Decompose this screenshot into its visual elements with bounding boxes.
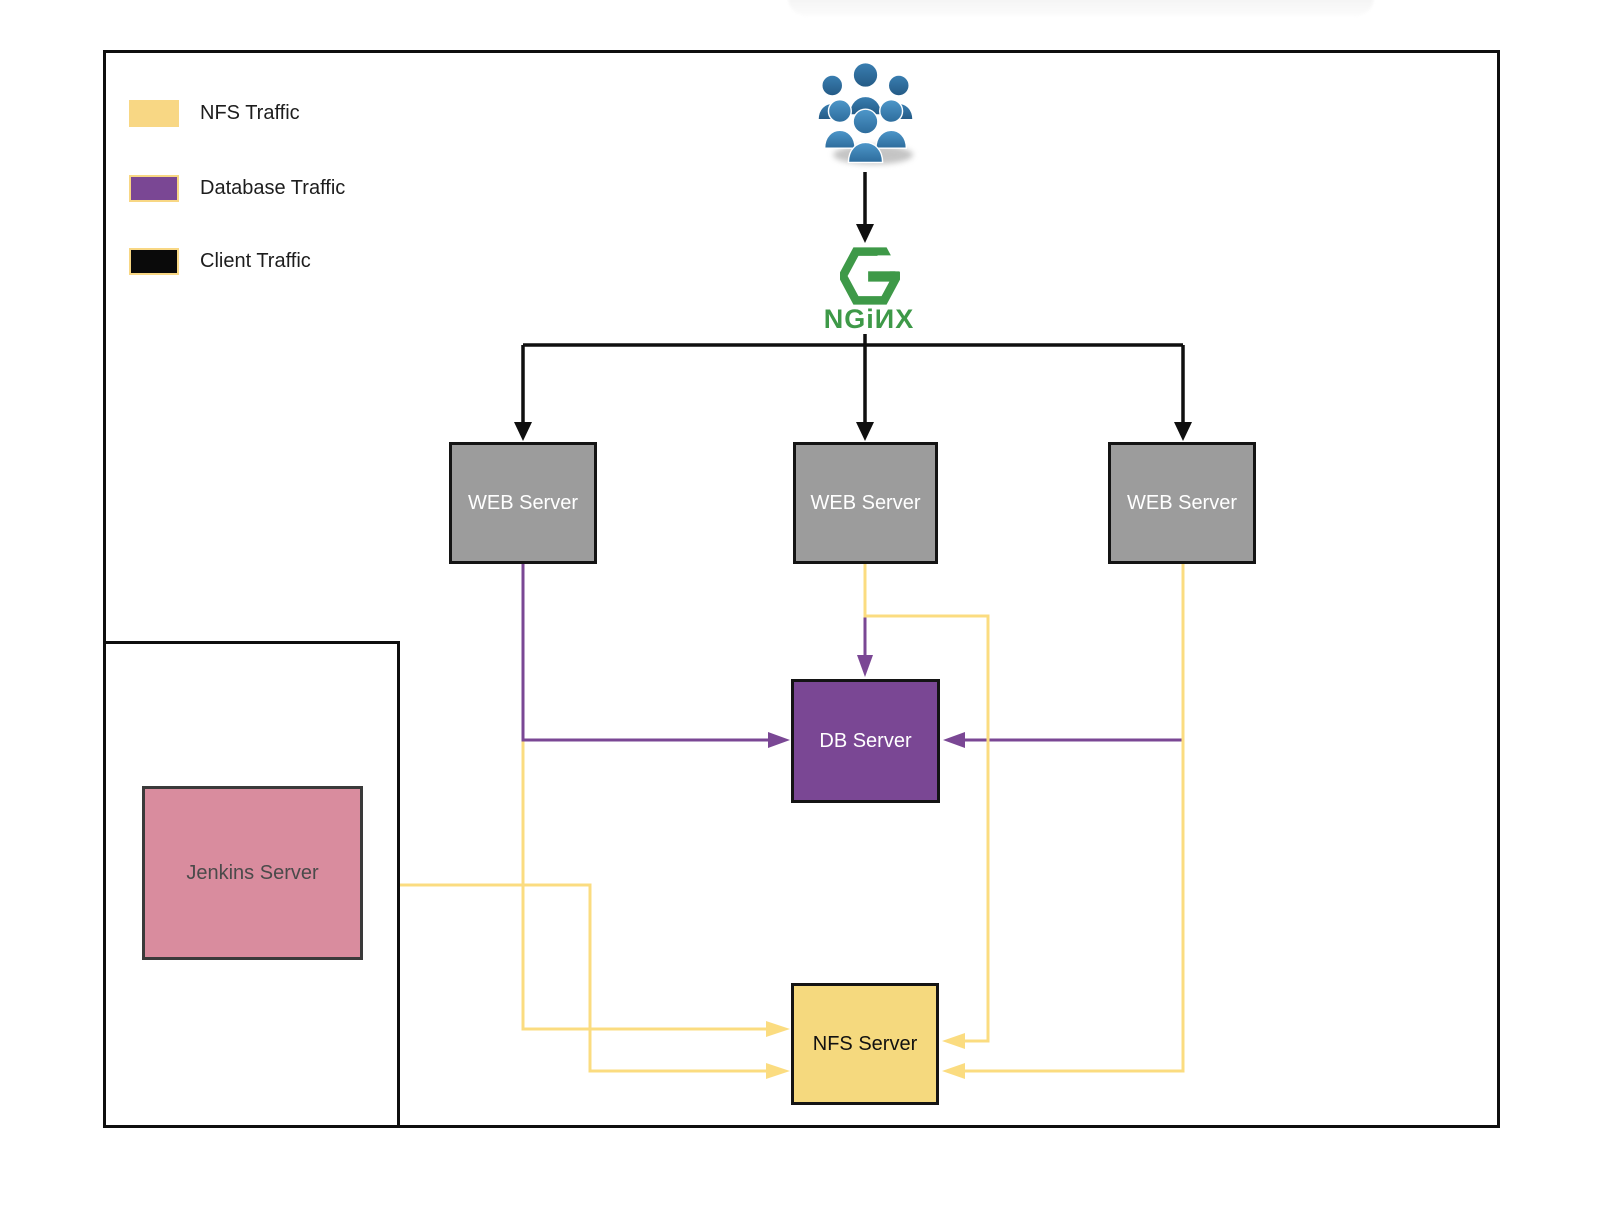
legend-swatch-nfs [129, 100, 179, 127]
db-server: DB Server [791, 679, 940, 803]
client-arrowhead-web2 [856, 422, 874, 441]
web-server-1: WEB Server [449, 442, 597, 564]
legend-label-nfs: NFS Traffic [200, 102, 300, 124]
db-line-web1 [521, 562, 768, 742]
db-arrowhead-right [943, 732, 965, 748]
legend-swatch-database [129, 175, 179, 202]
nfs-arrowhead-right-upper [942, 1033, 965, 1049]
nfs-server: NFS Server [791, 983, 939, 1105]
db-arrowhead-left [768, 732, 790, 748]
db-server-label: DB Server [819, 729, 912, 752]
nfs-line-web3 [965, 562, 1185, 1073]
nfs-line-jenkins [400, 883, 766, 1073]
web-server-2: WEB Server [793, 442, 938, 564]
web-server-2-label: WEB Server [810, 491, 921, 514]
cutoff-rounded-element [788, 0, 1374, 16]
nginx-logo-icon [840, 247, 900, 305]
legend-swatch-client [129, 248, 179, 275]
nfs-line-web2 [863, 562, 990, 1043]
nfs-arrowhead-right-lower [942, 1063, 965, 1079]
nfs-server-label: NFS Server [812, 1032, 918, 1055]
nfs-traffic-lines [400, 562, 1185, 1073]
users-icon [817, 61, 914, 165]
jenkins-server-label: Jenkins Server [186, 861, 319, 884]
jenkins-zone-border [103, 641, 400, 1128]
client-arrowhead-nginx [856, 224, 874, 243]
db-arrowhead-top [857, 655, 873, 677]
client-traffic-lines [521, 172, 1185, 424]
client-arrowhead-web1 [514, 422, 532, 441]
nfs-arrowhead-left-lower [766, 1063, 790, 1079]
web-server-3: WEB Server [1108, 442, 1256, 564]
diagram-outer-border [103, 50, 1500, 1128]
legend-label-client: Client Traffic [200, 250, 311, 272]
client-arrowhead-web3 [1174, 422, 1192, 441]
nfs-arrowhead-left-upper [766, 1021, 790, 1037]
web-server-1-label: WEB Server [467, 491, 579, 514]
web-server-3-label: WEB Server [1126, 491, 1238, 514]
jenkins-server: Jenkins Server [142, 786, 363, 960]
nfs-traffic-line-web1 [521, 562, 766, 1031]
legend-label-database: Database Traffic [200, 177, 346, 199]
nginx-wordmark: NGiИX [823, 304, 915, 334]
